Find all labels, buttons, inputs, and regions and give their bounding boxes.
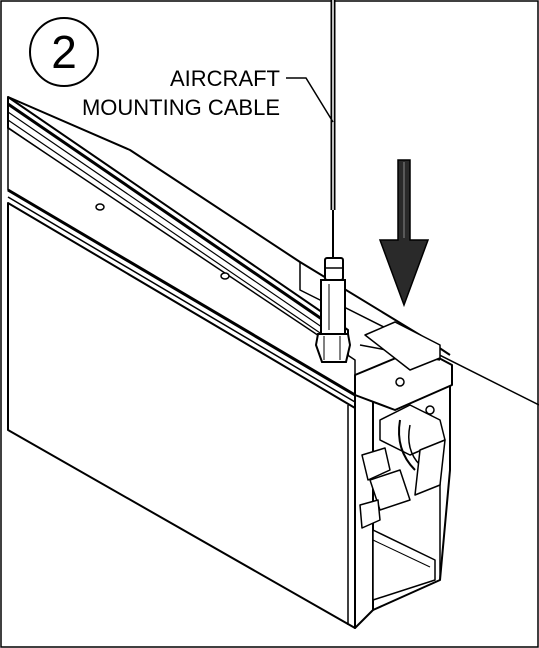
cable-gripper bbox=[314, 257, 352, 363]
callout-leader bbox=[286, 77, 334, 123]
step-number: 2 bbox=[51, 26, 77, 78]
down-arrow-icon bbox=[378, 159, 430, 308]
light-fixture-housing bbox=[7, 96, 453, 629]
step-badge: 2 bbox=[29, 17, 99, 87]
callout-line1: AIRCRAFT bbox=[170, 66, 280, 91]
callout-line2: MOUNTING CABLE bbox=[82, 95, 280, 120]
